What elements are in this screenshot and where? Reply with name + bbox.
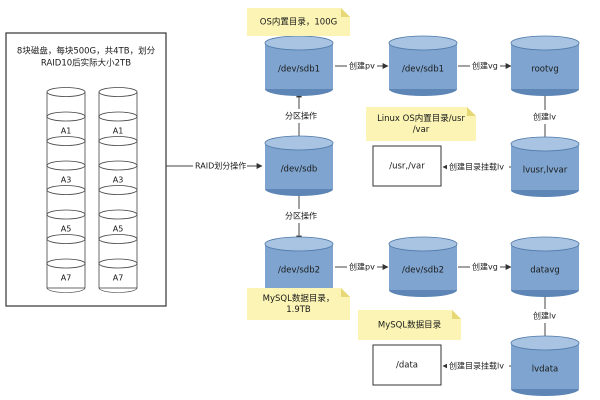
edge-label-raid: RAID划分操作 bbox=[195, 161, 246, 171]
disk-label: A5 bbox=[61, 224, 72, 233]
cylinder-sdb2: /dev/sdb2 bbox=[264, 236, 334, 297]
disk-label: A1 bbox=[113, 126, 124, 135]
mount-point-boxes: /usr,/var /data bbox=[372, 145, 442, 386]
cylinder-label: datavg bbox=[530, 266, 560, 276]
raid-disk-segment bbox=[46, 185, 86, 220]
cylinder-label: rootvg bbox=[531, 65, 558, 75]
edge-label-create-lv-2: 创建lv bbox=[533, 311, 556, 321]
cylinders: /dev/sdb1/dev/sdb1 rootvg/dev/sdb lvusr,lv… bbox=[264, 35, 580, 396]
edge-label-mount-lv-1: 创建目录挂载lv bbox=[449, 162, 504, 172]
edges bbox=[166, 63, 548, 369]
raid-description-line2: RAID10后实际大小2TB bbox=[41, 58, 131, 69]
edge-label-create-pv-2: 创建pv bbox=[349, 262, 375, 272]
raid-group: 8块磁盘，每块500G，共4TB，划分 RAID10后实际大小2TB A1A3A… bbox=[5, 32, 167, 307]
disk-label: A3 bbox=[61, 175, 72, 184]
data-label: /data bbox=[396, 361, 418, 371]
note-text: 1.9TB bbox=[286, 305, 311, 315]
edge-labels: RAID划分操作 分区操作 分区操作 创建pv 创建vg 创建lv 创建目录挂载… bbox=[193, 59, 563, 373]
cylinder-label: lvdata bbox=[532, 365, 559, 375]
cylinder-sdb1-pv: /dev/sdb1 bbox=[388, 35, 458, 96]
cylinder-sdb1: /dev/sdb1 bbox=[264, 35, 334, 96]
cylinder-sdb: /dev/sdb bbox=[264, 135, 334, 196]
data-box bbox=[372, 344, 442, 386]
cylinder-lv-usr: lvusr,lvvar bbox=[510, 136, 580, 197]
note-text: Linux OS内置目录/usr bbox=[377, 113, 465, 124]
cylinder-label: /dev/sdb2 bbox=[278, 266, 320, 276]
cylinder-label: lvusr,lvvar bbox=[523, 166, 568, 176]
edge-label-mount-lv-2: 创建目录挂载lv bbox=[449, 361, 504, 371]
note-text: MySQL数据目录， bbox=[263, 293, 335, 304]
raid-disk-segment: A7 bbox=[46, 258, 86, 293]
disk-label: A7 bbox=[61, 273, 72, 282]
note-os-dir: OS内置目录，100G bbox=[247, 8, 350, 36]
cylinder-rootvg: rootvg bbox=[510, 35, 580, 96]
notes: OS内置目录，100G Linux OS内置目录/usr/varMySQL数据目录… bbox=[247, 8, 476, 340]
edge-label-create-vg-1: 创建vg bbox=[472, 61, 498, 71]
note-mysql-dir: MySQL数据目录 bbox=[358, 310, 461, 340]
raid-description-line1: 8块磁盘，每块500G，共4TB，划分 bbox=[17, 46, 156, 57]
raid-group-frame bbox=[5, 32, 167, 307]
note-text: MySQL数据目录 bbox=[378, 320, 442, 331]
cylinder-lvdata: lvdata bbox=[510, 335, 580, 396]
note-text: OS内置目录，100G bbox=[260, 17, 337, 28]
note-linux-dir: Linux OS内置目录/usr/var bbox=[366, 107, 476, 141]
edge-label-partition-up: 分区操作 bbox=[285, 111, 317, 121]
disk-label: A5 bbox=[113, 224, 124, 233]
disk-label: A3 bbox=[113, 175, 124, 184]
edge-label-create-vg-2: 创建vg bbox=[472, 262, 498, 272]
cylinder-label: /dev/sdb1 bbox=[278, 65, 320, 75]
note-mysql-size: MySQL数据目录，1.9TB bbox=[247, 288, 350, 320]
disk-label: A1 bbox=[61, 126, 72, 135]
cylinder-label: /dev/sdb1 bbox=[402, 65, 444, 75]
cylinder-sdb2-pv: /dev/sdb2 bbox=[388, 236, 458, 297]
usr-var-box bbox=[372, 145, 442, 187]
raid-disk-segment bbox=[46, 234, 86, 269]
cylinder-datavg: datavg bbox=[510, 236, 580, 297]
cylinder-label: /dev/sdb bbox=[281, 165, 318, 175]
disk-label: A7 bbox=[113, 273, 124, 282]
edge-label-partition-down: 分区操作 bbox=[285, 211, 317, 221]
usr-var-label: /usr,/var bbox=[389, 162, 425, 172]
edge-label-create-lv-1: 创建lv bbox=[533, 112, 556, 122]
edge-label-create-pv-1: 创建pv bbox=[349, 61, 375, 71]
cylinder-label: /dev/sdb2 bbox=[402, 266, 444, 276]
raid-disk-segment: A7 bbox=[98, 258, 138, 293]
note-text: /var bbox=[413, 125, 430, 135]
